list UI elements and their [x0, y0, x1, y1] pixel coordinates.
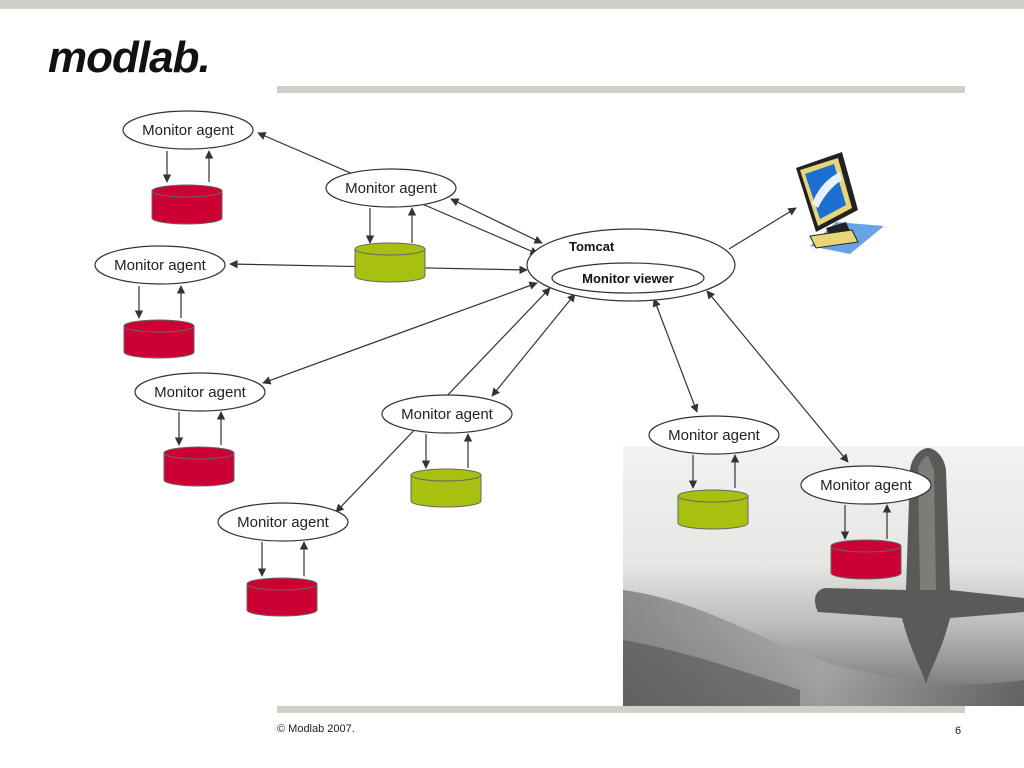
- computer-monitor-icon: [796, 152, 884, 254]
- agent-label: Monitor agent: [142, 122, 235, 139]
- brand-logo: modlab.: [48, 33, 211, 82]
- agent-1: Monitor agent: [122, 110, 254, 225]
- page-number: 6: [955, 725, 962, 737]
- top-bar: [0, 0, 1024, 9]
- connector-4: [262, 281, 538, 385]
- red-database-icon: [123, 319, 195, 359]
- header-rule: [277, 86, 965, 93]
- agent-label: Monitor agent: [345, 180, 438, 197]
- green-database-icon: [677, 489, 749, 530]
- agent-5: Monitor agent: [381, 394, 513, 508]
- green-database-icon: [410, 468, 482, 508]
- red-database-icon: [246, 577, 318, 617]
- agent-label: Monitor agent: [401, 406, 494, 423]
- connector-8: [706, 290, 849, 463]
- tomcat-label: Tomcat: [569, 239, 615, 254]
- agent-8: Monitor agent: [800, 465, 932, 580]
- monitor-viewer-ellipse: [551, 262, 705, 294]
- connector-2: [450, 198, 543, 244]
- connector-5: [491, 293, 576, 397]
- monitor-viewer-label: Monitor viewer: [582, 271, 674, 286]
- agent-label: Monitor agent: [668, 427, 761, 444]
- agent-7: Monitor agent: [648, 415, 780, 530]
- agent-label: Monitor agent: [114, 257, 207, 274]
- connector-7: [652, 298, 699, 413]
- agent-label: Monitor agent: [237, 514, 330, 531]
- red-database-icon: [830, 539, 902, 580]
- tomcat-server: Tomcat Monitor viewer: [526, 228, 736, 302]
- footer-copyright: © Modlab 2007.: [277, 723, 355, 735]
- spinning-top-photo: [623, 446, 1024, 706]
- agent-6: Monitor agent: [217, 502, 349, 617]
- red-database-icon: [151, 184, 223, 225]
- agent-2: Monitor agent: [325, 168, 457, 283]
- green-database-icon: [354, 242, 426, 283]
- agent-label: Monitor agent: [154, 384, 247, 401]
- footer-rule: [277, 706, 965, 713]
- agent-4: Monitor agent: [134, 372, 266, 487]
- agent-label: Monitor agent: [820, 477, 913, 494]
- connector-to-computer: [728, 207, 797, 250]
- red-database-icon: [163, 446, 235, 487]
- agent-3: Monitor agent: [94, 245, 226, 359]
